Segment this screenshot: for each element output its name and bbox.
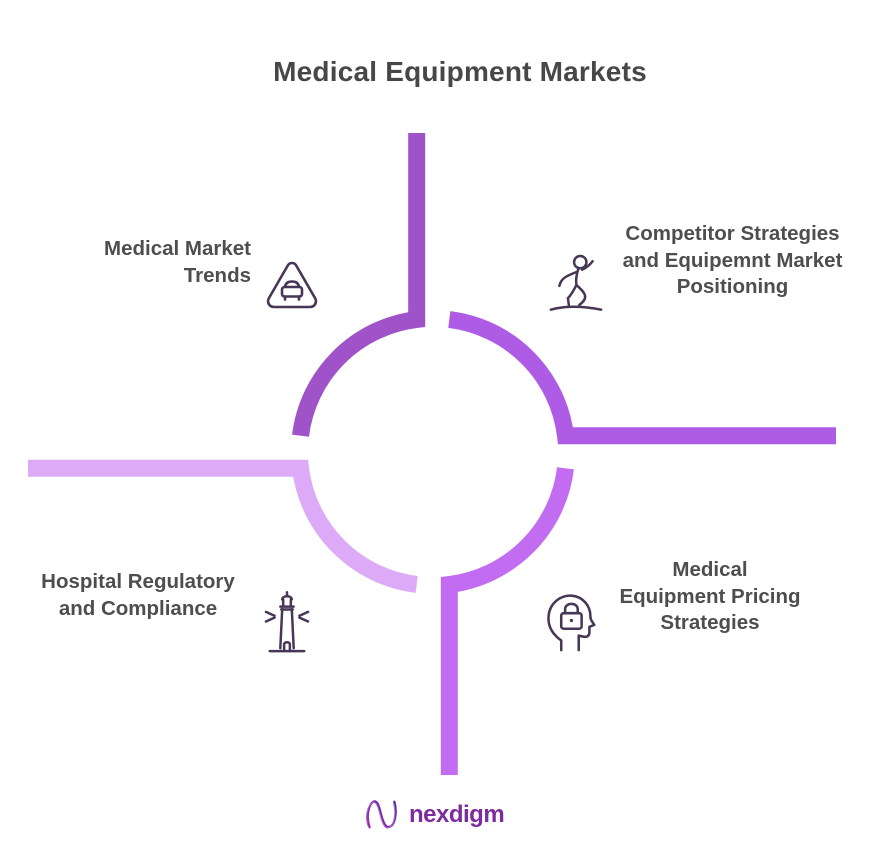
label-competitor-strategies: Competitor Strategies and Equipemnt Mark… [622, 222, 843, 298]
lighthouse-icon [260, 587, 314, 654]
arc-top-left-with-top-arm [292, 133, 426, 437]
arc-top-right-with-right-arm [448, 311, 836, 445]
arc-bottom-left-with-left-arm [28, 459, 418, 593]
nexdigm-logo: nexdigm [362, 795, 505, 835]
balance-person-icon [547, 249, 604, 319]
arc-bottom-right-with-bottom-arm [440, 467, 574, 775]
nexdigm-logo-mark-icon [366, 800, 397, 829]
label-hospital-regulatory: Hospital Regulatory and Compliance [41, 570, 235, 620]
car-warning-triangle-icon [261, 254, 323, 318]
head-padlock-icon [537, 585, 601, 655]
label-equipment-pricing: Medical Equipment Pricing Strategies [619, 558, 801, 634]
label-medical-market-trends: Medical Market Trends [104, 237, 251, 287]
nexdigm-logo-text: nexdigm [409, 801, 505, 828]
page-title: Medical Equipment Markets [273, 56, 647, 87]
